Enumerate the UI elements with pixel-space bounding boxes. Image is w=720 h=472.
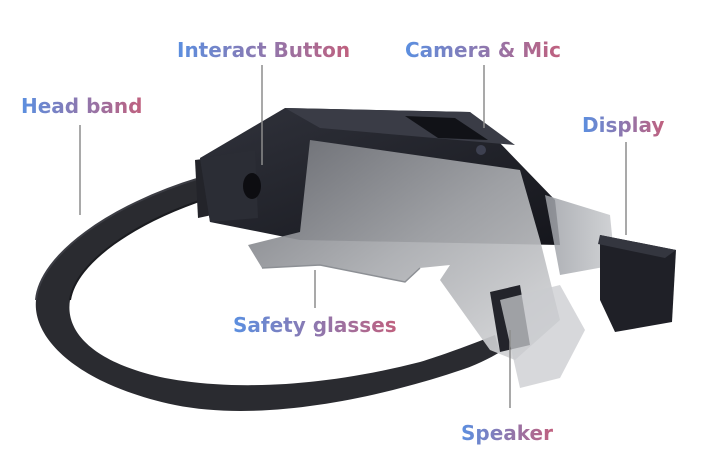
label-safety-glasses: Safety glasses <box>233 313 397 337</box>
label-head-band: Head band <box>21 94 143 118</box>
camera-lens <box>476 145 486 155</box>
display-module <box>545 195 676 332</box>
speaker-module <box>490 285 585 388</box>
interact-button <box>243 173 261 199</box>
safety-glasses-lens <box>248 140 560 360</box>
label-speaker: Speaker <box>461 421 553 445</box>
leader-lines <box>79 65 627 408</box>
camera-module <box>405 116 488 140</box>
label-interact-button: Interact Button <box>177 38 351 62</box>
label-camera-mic: Camera & Mic <box>405 38 561 62</box>
label-display: Display <box>582 113 665 137</box>
